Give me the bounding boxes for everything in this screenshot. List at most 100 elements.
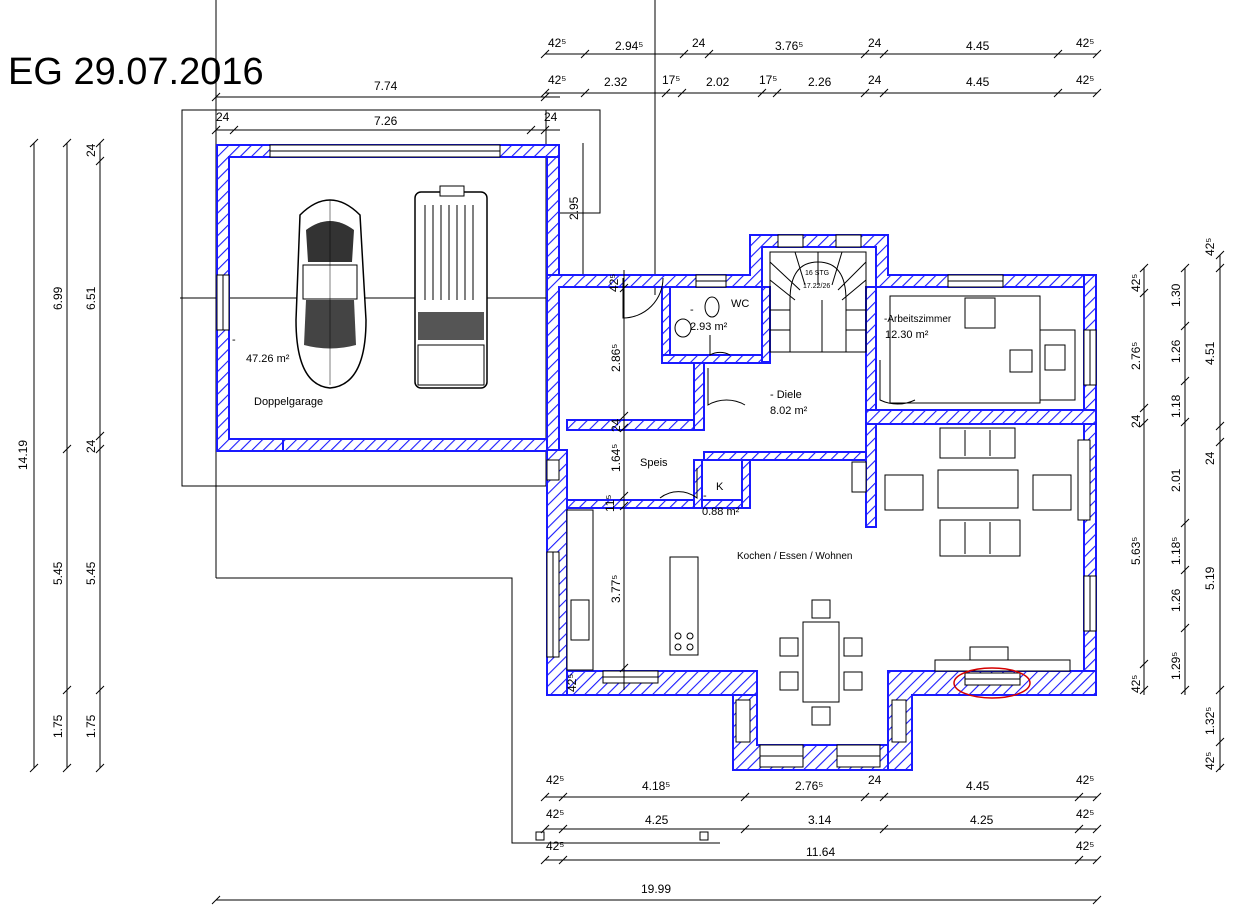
dim-top-2-g: 24 <box>868 73 882 87</box>
dim-right-3f: 42⁵ <box>1203 752 1217 770</box>
dim-top-2-b: 2.32 <box>604 75 628 89</box>
bottom-dimensions: 42⁵ 4.18⁵ 2.76⁵ 24 4.45 42⁵ 42⁵ 4.25 3.1… <box>211 773 1102 905</box>
dim-inner-v1: 2.86⁵ <box>609 344 623 372</box>
k-dash: - <box>703 490 707 502</box>
furniture <box>566 295 1076 726</box>
dim-left-3a: 24 <box>84 143 98 157</box>
stairs-label-1: 16 STG <box>805 270 829 277</box>
dim-right-1c: 24 <box>1129 414 1143 428</box>
dim-top-2-i: 42⁵ <box>1076 73 1094 87</box>
dim-top-1-g: 42⁵ <box>1076 36 1094 50</box>
garage-dash: - <box>232 334 236 346</box>
dim-right-2b: 1.26 <box>1169 339 1183 363</box>
dim-bottom-1e: 4.45 <box>966 779 990 793</box>
wc-name: WC <box>731 298 749 310</box>
dim-right-1e: 42⁵ <box>1129 675 1143 693</box>
dim-bottom-3a: 42⁵ <box>546 839 564 853</box>
house-walls <box>546 234 1097 771</box>
k-area: 0.88 m² <box>702 506 740 518</box>
dim-bottom-2e: 42⁵ <box>1076 807 1094 821</box>
dim-bottom-1d: 24 <box>868 773 882 787</box>
dim-top-2-h: 4.45 <box>966 75 990 89</box>
dim-bottom-1b: 4.18⁵ <box>642 779 670 793</box>
dim-left-3b: 6.51 <box>84 286 98 310</box>
dim-top-2-c: 17⁵ <box>662 73 680 87</box>
wc-area: 2.93 m² <box>690 321 728 333</box>
garage-area: 47.26 m² <box>246 353 290 365</box>
dim-inner-v3: 3.77⁵ <box>609 575 623 603</box>
dim-bottom-1a: 42⁵ <box>546 773 564 787</box>
dim-right-3e: 1.32⁵ <box>1203 707 1217 735</box>
dim-garage-inner: 7.26 <box>374 114 398 128</box>
dim-right-1a: 42⁵ <box>1129 274 1143 292</box>
dim-top-2-f: 2.26 <box>808 75 832 89</box>
k-name: K <box>716 481 724 493</box>
dim-bottom-2d: 4.25 <box>970 813 994 827</box>
dim-left-2a: 6.99 <box>51 286 65 310</box>
dim-right-1b: 2.76⁵ <box>1129 342 1143 370</box>
dim-left-3e: 1.75 <box>84 714 98 738</box>
dim-left-2b: 5.45 <box>51 561 65 585</box>
dim-bottom-3c: 42⁵ <box>1076 839 1094 853</box>
right-dimensions: 42⁵ 2.76⁵ 24 5.63⁵ 42⁵ 1.30 1.26 1.18 2.… <box>1129 238 1225 773</box>
dim-right-2f: 1.26 <box>1169 588 1183 612</box>
dim-top-2-e: 17⁵ <box>759 73 777 87</box>
dim-garage-outer: 7.74 <box>374 79 398 93</box>
dim-top-1-c: 24 <box>692 36 706 50</box>
car-suv-icon <box>414 185 488 389</box>
stairs-label-2: 17.22/26 <box>803 283 830 290</box>
diele-name: - Diele <box>770 389 802 401</box>
dim-inner-w3: 42⁵ <box>607 274 621 292</box>
dim-left-total: 14.19 <box>16 440 30 470</box>
dim-top-2-d: 2.02 <box>706 75 730 89</box>
speis-name: Speis <box>640 457 668 469</box>
dim-right-3c: 24 <box>1203 451 1217 465</box>
dim-inner-v2: 1.64⁵ <box>609 444 623 472</box>
dim-right-3b: 4.51 <box>1203 341 1217 365</box>
car-sedan-icon <box>295 199 367 389</box>
dim-right-3a: 42⁵ <box>1203 238 1217 256</box>
arbeitszimmer-area: 12.30 m² <box>885 329 929 341</box>
dim-garage-wall-right: 24 <box>544 110 558 124</box>
dim-right-2a: 1.30 <box>1169 283 1183 307</box>
dim-garage-depth: 2.95 <box>567 196 581 220</box>
dim-garage-wall-left: 24 <box>216 110 230 124</box>
dim-bottom-2b: 4.25 <box>645 813 669 827</box>
dim-left-3c: 24 <box>84 439 98 453</box>
dim-right-1d: 5.63⁵ <box>1129 537 1143 565</box>
dim-top-1-a: 42⁵ <box>548 36 566 50</box>
highlight-marker <box>953 667 1031 699</box>
inner-dimensions: 2.86⁵ 1.64⁵ 3.77⁵ 24 11⁵ 42⁵ 42⁵ <box>565 270 629 692</box>
dim-top-1-f: 4.45 <box>966 39 990 53</box>
dim-inner-w1: 24 <box>609 418 623 432</box>
dim-top-2-a: 42⁵ <box>548 73 566 87</box>
garage-name: Doppelgarage <box>254 396 323 408</box>
doors <box>622 277 916 500</box>
dim-right-2e: 1.18⁵ <box>1169 537 1183 565</box>
dim-right-2c: 1.18 <box>1169 394 1183 418</box>
dim-inner-w4: 42⁵ <box>565 674 579 692</box>
plan-title: EG 29.07.2016 <box>8 51 264 93</box>
dim-bottom-1c: 2.76⁵ <box>795 779 823 793</box>
dim-bottom-2a: 42⁵ <box>546 807 564 821</box>
dim-right-2d: 2.01 <box>1169 468 1183 492</box>
kochen-name: Kochen / Essen / Wohnen <box>737 551 852 562</box>
dim-inner-w2: 11⁵ <box>603 495 617 512</box>
wc-dash: - <box>690 304 694 316</box>
dim-left-2c: 1.75 <box>51 714 65 738</box>
diele-area: 8.02 m² <box>770 405 808 417</box>
dim-bottom-total: 19.99 <box>641 882 671 896</box>
dim-left-3d: 5.45 <box>84 561 98 585</box>
dim-bottom-2c: 3.14 <box>808 813 832 827</box>
dim-bottom-3b: 11.64 <box>806 845 835 859</box>
dim-top-1-e: 24 <box>868 36 882 50</box>
arbeitszimmer-name: -Arbeitszimmer <box>884 314 952 325</box>
dim-top-1-b: 2.94⁵ <box>615 39 643 53</box>
top-dimensions: 42⁵ 2.94⁵ 24 3.76⁵ 24 4.45 42⁵ 42⁵ 2.32 … <box>211 36 1102 277</box>
dim-right-2g: 1.29⁵ <box>1169 652 1183 680</box>
dim-bottom-1f: 42⁵ <box>1076 773 1094 787</box>
left-dimensions: 14.19 6.99 5.45 1.75 24 6.51 24 5.45 1.7… <box>16 138 105 773</box>
dim-top-1-d: 3.76⁵ <box>775 39 803 53</box>
dim-right-3d: 5.19 <box>1203 566 1217 590</box>
